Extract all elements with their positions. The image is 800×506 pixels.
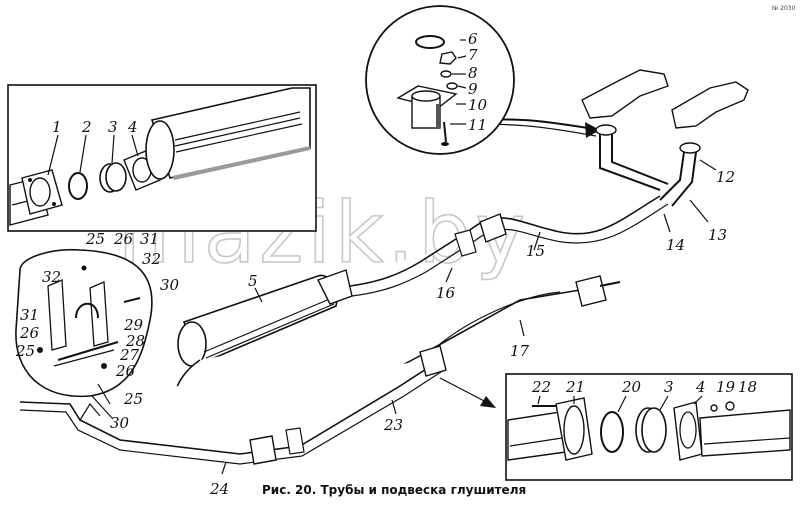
label-10: 10 <box>468 96 488 114</box>
label-16: 16 <box>436 284 456 302</box>
label-4b: 4 <box>695 378 706 396</box>
label-32b: 32 <box>142 250 161 268</box>
inset-tailpipe-joint: 22 21 20 3 4 19 18 <box>439 373 793 481</box>
label-19: 19 <box>716 378 736 396</box>
label-23: 23 <box>383 416 403 434</box>
label-25b: 25 <box>15 342 35 360</box>
label-25c: 25 <box>123 390 143 408</box>
main-pipes: 15 16 5 17 23 24 <box>19 195 669 498</box>
label-7: 7 <box>468 46 478 64</box>
label-12: 12 <box>716 168 735 186</box>
label-14: 14 <box>666 236 685 254</box>
label-2: 2 <box>81 118 92 136</box>
label-26c: 26 <box>115 362 136 380</box>
inset-pipe-flange: 1 2 3 4 <box>7 84 317 232</box>
label-8: 8 <box>468 64 478 82</box>
label-15: 15 <box>526 242 545 260</box>
label-29: 29 <box>123 316 144 334</box>
label-24: 24 <box>209 480 229 498</box>
label-4: 4 <box>127 118 138 136</box>
label-9: 9 <box>468 80 478 98</box>
label-18: 18 <box>738 378 757 396</box>
label-28: 28 <box>125 332 145 350</box>
label-25a: 25 <box>85 230 105 248</box>
label-1: 1 <box>52 118 62 136</box>
label-31a: 31 <box>140 230 159 248</box>
inset-flange-fasteners: 6 7 8 9 10 11 <box>365 5 601 155</box>
label-6: 6 <box>468 30 478 48</box>
label-27: 27 <box>119 346 140 364</box>
label-11: 11 <box>468 116 487 134</box>
label-13: 13 <box>708 226 727 244</box>
figure-caption: Рис. 20. Трубы и подвеска глушителя <box>262 483 526 497</box>
label-32a: 32 <box>42 268 61 286</box>
label-17: 17 <box>510 342 530 360</box>
label-3: 3 <box>108 118 118 136</box>
manifold-outlets: 12 13 14 <box>581 69 749 254</box>
label-5: 5 <box>248 272 258 290</box>
label-31b: 31 <box>20 306 39 324</box>
inset-hanger: 25 26 31 32 32 30 31 26 25 29 28 27 26 2… <box>15 230 180 432</box>
label-22: 22 <box>531 378 551 396</box>
label-3b: 3 <box>664 378 674 396</box>
corner-mark: № 2030 <box>772 5 796 12</box>
label-26a: 26 <box>113 230 134 248</box>
label-26b: 26 <box>19 324 40 342</box>
label-21: 21 <box>565 378 585 396</box>
label-20: 20 <box>621 378 642 396</box>
label-30b: 30 <box>110 414 130 432</box>
label-30a: 30 <box>160 276 180 294</box>
